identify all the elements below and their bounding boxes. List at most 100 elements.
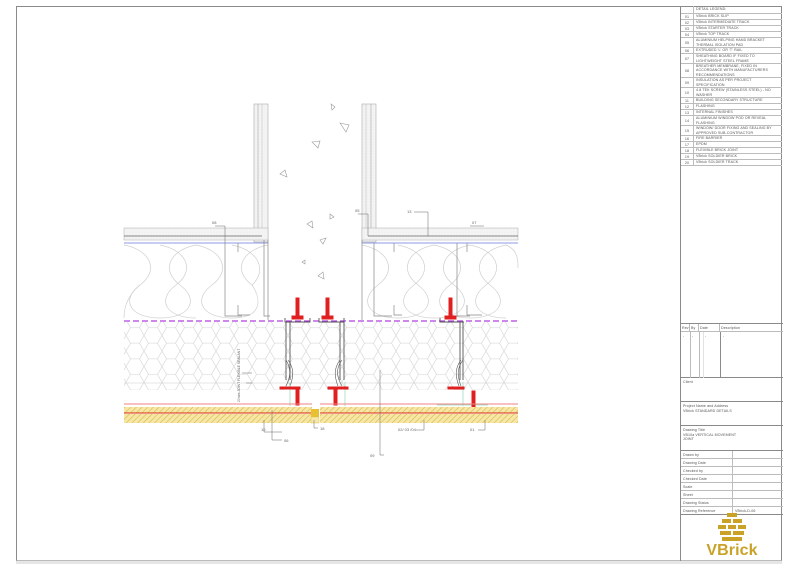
drawing-title-label: Drawing Title <box>683 428 706 432</box>
label-05: 05 <box>355 208 360 213</box>
legend-number: 15 <box>681 126 694 135</box>
legend-text: EPDM <box>696 142 707 147</box>
drawing-title-value: VB10a VERTICAL MOVEMENT JOINT <box>683 433 737 442</box>
info-field-value <box>733 499 783 506</box>
rev-header: Rev <box>682 324 690 331</box>
label-18: 18 <box>320 426 325 431</box>
label-08: 08 <box>212 220 217 225</box>
legend-text: ALUMINIUM HELPING HAND BRACKET THERMAL I… <box>696 38 766 47</box>
by-header: By <box>690 324 699 331</box>
info-field-key: Drawing Date <box>681 459 733 466</box>
legend-text: VBrick SOLDIER TRACK <box>696 160 739 165</box>
info-field-row: Scale <box>681 483 783 491</box>
concrete-aggregate <box>279 103 350 280</box>
info-field-key: Checked by <box>681 467 733 474</box>
legend-text: 4.8 TEK SCREW (STAINLESS STEEL) - NO WAS… <box>696 88 771 97</box>
legend-number: 08 <box>681 64 694 77</box>
legend-number: 07 <box>681 54 694 63</box>
legend-number: 06 <box>681 48 694 53</box>
aluminium-brackets-and-rails <box>284 318 464 380</box>
legend-number: 12 <box>681 104 694 109</box>
date-header: Date <box>699 324 720 331</box>
sheet-shadow <box>16 561 782 564</box>
legend-number: 01 <box>681 14 694 19</box>
legend-text: EXTRUDED 'L' OR 'T' RAIL <box>696 48 743 53</box>
project-label: Project Name and Address <box>683 404 729 408</box>
legend-text: SHEATHING BOARD IF FIXED TO LIGHTWEIGHT … <box>696 54 755 63</box>
info-field-key: Drawing Status <box>681 499 733 506</box>
vbrick-logo: VBrick <box>681 512 783 561</box>
legend-text: FIRE BARRIER <box>696 136 723 141</box>
drawing-title-section: Drawing Title VB10a VERTICAL MOVEMENT JO… <box>681 426 783 451</box>
legend-number: 14 <box>681 116 694 125</box>
legend-number: 20 <box>681 160 694 165</box>
info-field-key: Scale <box>681 483 733 490</box>
info-field-row: Checked Date <box>681 475 783 483</box>
info-field-value <box>733 483 783 490</box>
mineral-wool-insulation-left <box>123 244 269 319</box>
legend-text: VBrick BRICK SLIP <box>696 14 729 19</box>
leader-lines <box>215 211 486 456</box>
legend-text: BREATHER MEMBRANE, FIXED IN ACCORDANCE W… <box>696 63 768 77</box>
legend-number: 18 <box>681 148 694 153</box>
description-cell: - <box>723 334 725 338</box>
legend-text: FLASHING <box>696 104 715 109</box>
legend-text: VBrick INTERMEDIATE TRACK <box>696 20 750 25</box>
legend-text: VBrick STARTER TRACK <box>696 26 739 31</box>
info-field-key: Drawn by <box>681 451 733 458</box>
label-13: 13 <box>407 209 412 214</box>
legend-number: 16 <box>681 136 694 141</box>
cad-detail-drawing: 08 05 13 07 10 06 18 09 02/ 03 /04 01 20… <box>123 103 519 458</box>
label-10: 10 <box>261 427 266 432</box>
label-06: 06 <box>284 438 289 443</box>
date-cell: - <box>705 334 707 338</box>
legend-text: BUILDING SECONDARY STRUCTURE <box>696 98 763 103</box>
client-section: Client <box>681 378 783 402</box>
legend-number: 02 <box>681 20 694 25</box>
mineral-wool-insulation-right <box>361 244 519 319</box>
left-wall-section <box>253 103 269 243</box>
legend-text: WINDOW/ DOOR FIXING AND SEALING BY APPRO… <box>696 126 772 135</box>
right-sheathing-board <box>361 227 519 241</box>
brick-slip-layer <box>124 403 518 424</box>
legend-text: FLEXIBLE BRICK JOINT <box>696 148 739 153</box>
by-cell: - <box>692 334 694 338</box>
legend-number: 10 <box>681 88 694 97</box>
legend-number: 11 <box>681 98 694 103</box>
client-label: Client <box>683 380 693 384</box>
brick-stack-icon <box>718 513 746 541</box>
legend-number: 09 <box>681 78 694 87</box>
info-field-row: Drawn by <box>681 451 783 459</box>
label-09: 09 <box>370 453 375 458</box>
description-header: Description <box>721 325 741 330</box>
rev-cell: - <box>683 334 685 338</box>
info-field-key: Drawing Reference <box>681 507 733 514</box>
info-field-value <box>733 475 783 482</box>
logo-text: VBrick <box>706 542 758 559</box>
info-field-row: Drawing Status <box>681 499 783 507</box>
legend-title: DETAIL LEGEND: <box>696 7 727 12</box>
drawing-sheet-border <box>16 6 782 561</box>
info-field-key: Sheet <box>681 491 733 498</box>
label-02-03-04: 02/ 03 /04 <box>398 427 417 432</box>
label-joint-note: 20mm JOINT FLEXIBLE SEALANT <box>237 349 241 402</box>
project-section: Project Name and Address VBrick STANDARD… <box>681 402 783 426</box>
info-field-value <box>733 451 783 458</box>
legend-text: INSULATION AS PER PROJECT SPECIFICATION <box>696 78 752 87</box>
info-field-key: Checked Date <box>681 475 733 482</box>
